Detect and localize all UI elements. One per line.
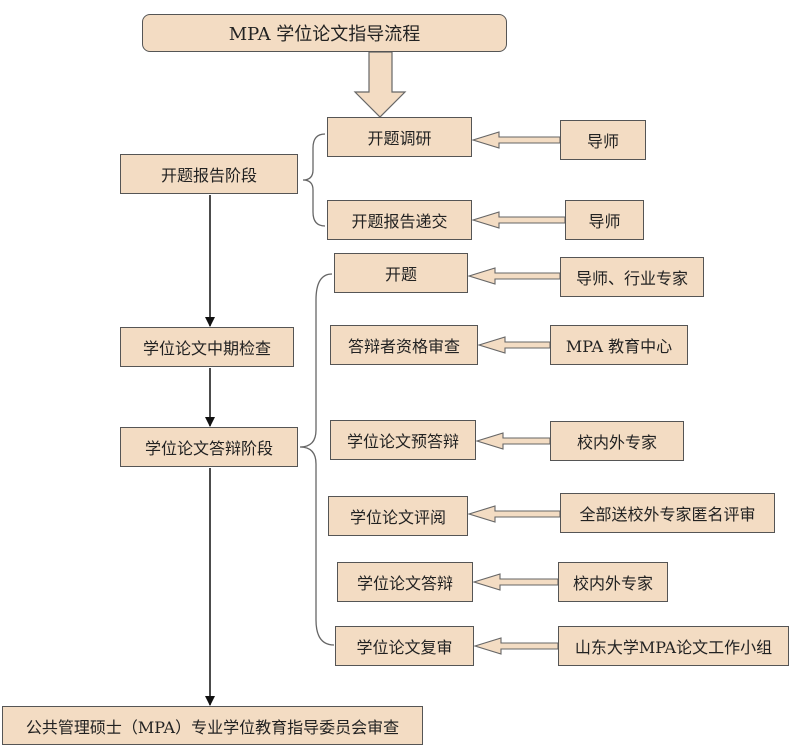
- step-box: 学位论文复审: [335, 626, 474, 666]
- stage-defense: 学位论文答辩阶段: [120, 427, 298, 467]
- step-box: 学位论文预答辩: [330, 420, 476, 460]
- actor-box: 导师: [565, 200, 644, 240]
- hollow-arrow: [471, 211, 566, 229]
- actor-box: 全部送校外专家匿名评审: [560, 493, 775, 533]
- brace-defense: [299, 273, 335, 646]
- hollow-arrow: [471, 131, 561, 149]
- step-box: 开题调研: [327, 117, 472, 157]
- hollow-arrow: [477, 336, 551, 354]
- hollow-arrow: [467, 505, 561, 523]
- stage-midterm: 学位论文中期检查: [120, 327, 294, 367]
- step-box: 学位论文评阅: [328, 496, 468, 536]
- actor-box: 校内外专家: [558, 562, 668, 602]
- stage-final-review: 公共管理硕士（MPA）专业学位教育指导委员会审查: [2, 706, 423, 745]
- step-box: 学位论文答辩: [337, 562, 473, 602]
- brace-proposal: [302, 133, 326, 227]
- step-box: 开题: [334, 253, 468, 293]
- step-box: 答辩者资格审查: [330, 325, 478, 365]
- big-down-arrow: [353, 51, 407, 118]
- actor-box: 山东大学MPA论文工作小组: [558, 626, 789, 666]
- actor-box: 导师: [560, 120, 646, 160]
- stage-proposal: 开题报告阶段: [120, 154, 298, 194]
- actor-box: MPA 教育中心: [550, 325, 688, 365]
- hollow-arrow: [473, 637, 559, 655]
- step-box: 开题报告递交: [327, 200, 472, 240]
- page-title: MPA 学位论文指导流程: [142, 14, 507, 52]
- actor-box: 导师、行业专家: [560, 257, 704, 297]
- hollow-arrow: [472, 573, 559, 591]
- hollow-arrow: [467, 267, 561, 285]
- actor-box: 校内外专家: [550, 421, 684, 461]
- hollow-arrow: [475, 432, 551, 450]
